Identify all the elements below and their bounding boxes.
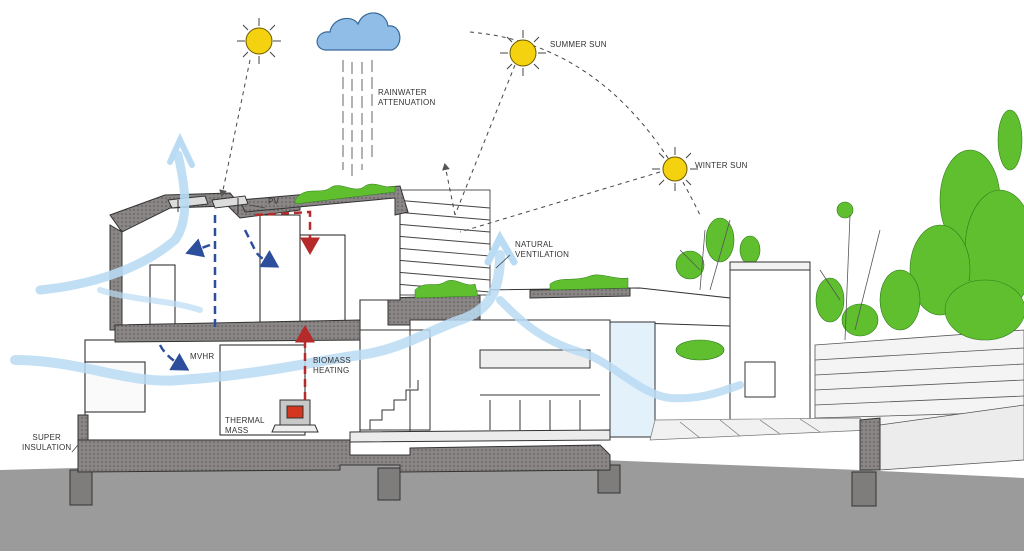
summer-sun-icon <box>500 30 546 76</box>
rain-lines <box>342 60 373 180</box>
label-summer-sun: SUMMER SUN <box>550 40 607 49</box>
dining-room <box>409 319 656 441</box>
ground <box>0 460 1024 551</box>
garden-wall <box>814 329 1024 471</box>
label-biomass-heating: BIOMASS HEATING <box>313 356 351 375</box>
label-winter-sun: WINTER SUN <box>695 161 748 170</box>
sun-icon <box>237 18 281 64</box>
wood-stove-icon <box>271 399 319 433</box>
leader-lines <box>71 204 511 453</box>
terrace-paving <box>649 417 871 441</box>
label-mvhr: MVHR <box>190 352 215 361</box>
label-pv: PV <box>268 197 280 206</box>
label-natural-ventilation: NATURAL VENTILATION <box>515 240 570 259</box>
main-house-lower <box>84 339 361 441</box>
natural-airflow <box>10 132 744 403</box>
staircase <box>360 329 431 431</box>
label-thermal-mass: THERMAL MASS <box>225 416 265 435</box>
right-annex <box>729 261 811 429</box>
pv-panels <box>167 195 249 214</box>
foundations <box>69 464 877 507</box>
louvre-screen <box>394 189 491 296</box>
rain-cloud-icon <box>316 12 401 51</box>
winter-sun-icon <box>652 147 698 191</box>
green-roofs <box>294 183 629 299</box>
label-rainwater-attenuation: RAINWATER ATTENUATION <box>378 88 436 107</box>
trees <box>675 109 1024 361</box>
label-super-insulation: SUPER INSULATION <box>22 433 72 452</box>
mvhr-ducts <box>158 210 320 400</box>
